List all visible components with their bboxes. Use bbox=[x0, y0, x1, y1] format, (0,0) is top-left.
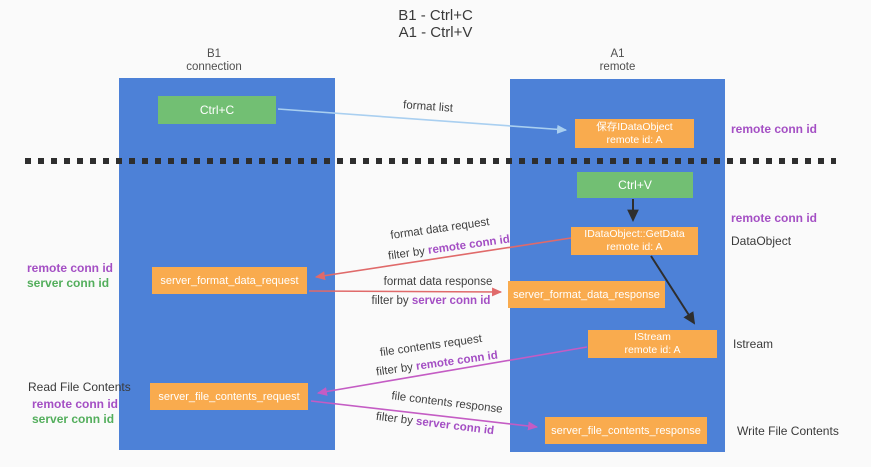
lane-a1-name: A1 bbox=[610, 48, 625, 60]
lane-header-a1: A1 remote bbox=[510, 48, 725, 74]
node-istream-line1: IStream bbox=[634, 331, 671, 343]
node-ctrl-v-label: Ctrl+V bbox=[618, 178, 652, 192]
flow-label-format-data-response: format data response bbox=[383, 276, 493, 288]
node-save-idataobject-line2: remote id: A bbox=[606, 133, 663, 146]
node-server-file-contents-response-label: server_file_contents_response bbox=[551, 424, 701, 437]
node-ctrl-c: Ctrl+C bbox=[158, 96, 276, 124]
node-ctrl-c-label: Ctrl+C bbox=[199, 103, 235, 117]
annotation-server-conn-id-left-2: server conn id bbox=[32, 412, 115, 426]
node-server-file-contents-response: server_file_contents_response bbox=[545, 417, 707, 444]
filter-by-prefix: filter by bbox=[375, 410, 414, 428]
lane-a1-subtitle: remote bbox=[599, 61, 636, 73]
flow-label-filter-by-server-1: filter by server conn id bbox=[372, 295, 491, 307]
node-idataobject-getdata: IDataObject::GetData remote id: A bbox=[571, 227, 698, 255]
node-server-file-contents-request: server_file_contents_request bbox=[150, 383, 308, 410]
node-save-idataobject: 保存IDataObject remote id: A bbox=[575, 119, 694, 148]
annotation-remote-conn-id-top: remote conn id bbox=[731, 122, 818, 136]
filter-by-prefix: filter by bbox=[375, 361, 414, 379]
annotation-write-file-contents: Write File Contents bbox=[737, 424, 839, 438]
diagram-title: B1 - Ctrl+C A1 - Ctrl+V bbox=[0, 7, 871, 41]
flow-label-file-contents-response: file contents response bbox=[390, 390, 504, 416]
node-getdata-line1: IDataObject::GetData bbox=[584, 228, 685, 240]
arrow-format-data-response bbox=[308, 287, 503, 297]
node-server-file-contents-request-label: server_file_contents_request bbox=[158, 390, 300, 403]
filter-by-server-conn-id: server conn id bbox=[411, 295, 491, 307]
node-server-format-data-request-label: server_format_data_request bbox=[160, 274, 299, 287]
node-istream-line2: remote id: A bbox=[624, 344, 681, 356]
title-line-2: A1 - Ctrl+V bbox=[398, 24, 473, 41]
annotation-remote-conn-id-left-2: remote conn id bbox=[32, 397, 119, 411]
node-getdata-line2: remote id: A bbox=[606, 241, 663, 253]
filter-by-prefix: filter by bbox=[371, 295, 409, 307]
node-server-format-data-response: server_format_data_response bbox=[508, 281, 665, 308]
annotation-dataobject: DataObject bbox=[731, 234, 792, 248]
annotation-remote-conn-id-left-1: remote conn id bbox=[27, 261, 114, 275]
filter-by-server-conn-id: server conn id bbox=[415, 415, 495, 438]
filter-by-remote-conn-id: remote conn id bbox=[415, 349, 499, 373]
annotation-server-conn-id-left-1: server conn id bbox=[27, 276, 110, 290]
lane-b1-name: B1 bbox=[206, 48, 222, 60]
annotation-remote-conn-id-mid: remote conn id bbox=[731, 211, 818, 225]
flow-label-format-list: format list bbox=[402, 99, 454, 115]
flow-label-filter-by-server-2: filter by server conn id bbox=[375, 411, 494, 437]
node-server-format-data-response-label: server_format_data_response bbox=[513, 288, 660, 301]
node-server-format-data-request: server_format_data_request bbox=[152, 267, 307, 294]
lane-header-b1: B1 connection bbox=[119, 48, 309, 74]
filter-by-remote-conn-id: remote conn id bbox=[427, 233, 511, 257]
filter-by-prefix: filter by bbox=[387, 245, 426, 263]
phase-separator-dashed-line bbox=[25, 158, 836, 164]
lane-b1-subtitle: connection bbox=[186, 61, 242, 73]
title-line-1: B1 - Ctrl+C bbox=[398, 7, 473, 24]
annotation-istream: Istream bbox=[733, 337, 774, 351]
annotation-read-file-contents: Read File Contents bbox=[28, 380, 131, 394]
node-ctrl-v: Ctrl+V bbox=[577, 172, 693, 198]
node-istream: IStream remote id: A bbox=[588, 330, 717, 358]
node-save-idataobject-line1: 保存IDataObject bbox=[596, 120, 673, 133]
